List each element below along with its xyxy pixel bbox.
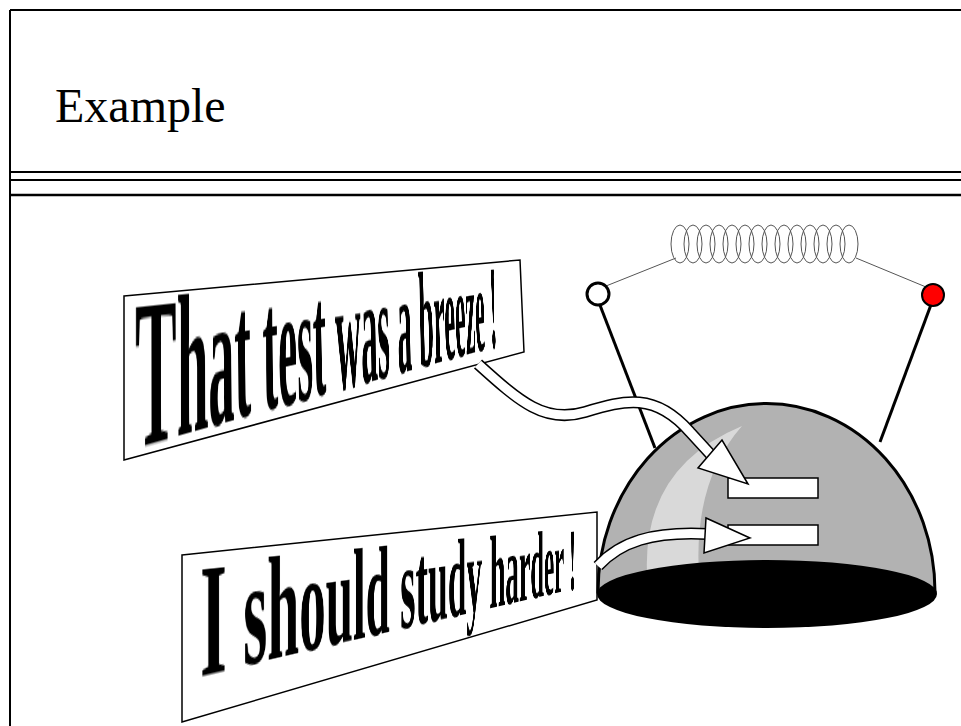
coil-loop xyxy=(840,225,858,263)
coil-loop xyxy=(775,225,793,263)
dome-base xyxy=(597,560,937,628)
banner-text: I should study harder ! xyxy=(200,516,576,704)
coil-loop xyxy=(697,225,715,263)
coil-loop xyxy=(671,225,689,263)
slide-title: Example xyxy=(55,82,226,130)
input-arrow xyxy=(478,364,748,484)
input-arrow xyxy=(598,518,750,566)
coil-loop xyxy=(736,225,754,263)
banner-shape xyxy=(182,512,597,722)
coil-wire xyxy=(606,258,676,286)
input-slot xyxy=(728,525,818,545)
arrow-shaft-outline xyxy=(598,534,708,566)
coil-loop xyxy=(762,225,780,263)
title-rule xyxy=(10,172,961,180)
dome-body xyxy=(598,404,935,592)
slide-border xyxy=(9,10,11,726)
arrow-head xyxy=(698,440,748,484)
coil-loop xyxy=(723,225,741,263)
coil-loop xyxy=(801,225,819,263)
arrow-shaft-outline xyxy=(478,364,712,456)
antenna-knob xyxy=(922,284,944,306)
dome-highlight xyxy=(647,426,742,588)
arrow-shaft xyxy=(478,364,712,456)
text-banner: I should study harder ! xyxy=(178,505,603,726)
antenna xyxy=(598,300,655,448)
coil-loop xyxy=(827,225,845,263)
coil-loop xyxy=(814,225,832,263)
coil-loop xyxy=(788,225,806,263)
slide-border xyxy=(10,9,961,11)
coil-loop xyxy=(749,225,767,263)
arrow-head xyxy=(704,518,750,553)
input-slot xyxy=(728,478,818,498)
coil-symbol xyxy=(606,225,926,287)
coil-loop xyxy=(710,225,728,263)
text-banner: That test was a breeze ! xyxy=(120,255,530,465)
coil-wire xyxy=(856,258,926,287)
coil-loop xyxy=(684,225,702,263)
title-rule xyxy=(10,194,961,197)
arrow-shaft xyxy=(598,534,708,566)
banner-text: That test was a breeze ! xyxy=(135,248,498,485)
antenna-knob xyxy=(587,283,609,305)
antenna xyxy=(880,302,932,442)
